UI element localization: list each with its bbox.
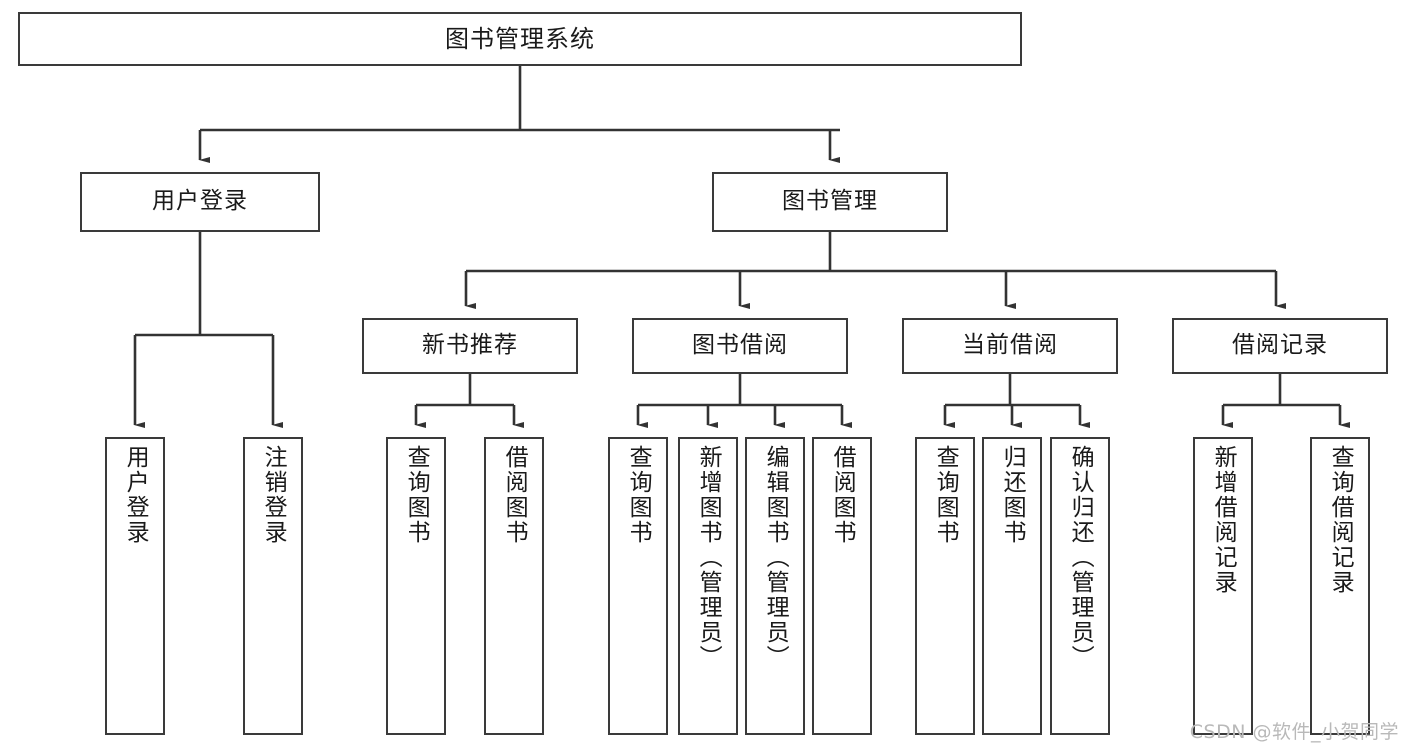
node-leaf-add-record[interactable]: 新增借阅记录: [1193, 437, 1253, 735]
node-new-book-recommend-label: 新书推荐: [422, 332, 518, 359]
node-book-borrow-label: 图书借阅: [692, 332, 788, 359]
node-leaf-query-record[interactable]: 查询借阅记录: [1310, 437, 1370, 735]
node-current-borrow-label: 当前借阅: [962, 332, 1058, 359]
node-leaf-confirm-return-label: 确认归还（管理员）: [1067, 445, 1094, 670]
node-leaf-query-book-2-label: 查询图书: [625, 445, 652, 545]
node-book-borrow[interactable]: 图书借阅: [632, 318, 848, 374]
node-leaf-borrow-book-1[interactable]: 借阅图书: [484, 437, 544, 735]
node-leaf-user-login[interactable]: 用户登录: [105, 437, 165, 735]
node-leaf-query-book-1[interactable]: 查询图书: [386, 437, 446, 735]
node-leaf-query-record-label: 查询借阅记录: [1327, 445, 1354, 595]
watermark: CSDN @软件_小贺同学: [1189, 721, 1399, 743]
node-leaf-logout-login[interactable]: 注销登录: [243, 437, 303, 735]
node-leaf-query-book-3[interactable]: 查询图书: [915, 437, 975, 735]
node-root[interactable]: 图书管理系统: [18, 12, 1022, 66]
node-leaf-query-book-3-label: 查询图书: [932, 445, 959, 545]
node-new-book-recommend[interactable]: 新书推荐: [362, 318, 578, 374]
node-leaf-query-book-2[interactable]: 查询图书: [608, 437, 668, 735]
node-leaf-edit-book[interactable]: 编辑图书（管理员）: [745, 437, 805, 735]
node-book-manage-label: 图书管理: [782, 188, 878, 215]
node-leaf-logout-login-label: 注销登录: [260, 445, 287, 545]
node-leaf-return-book-label: 归还图书: [999, 445, 1026, 545]
node-leaf-return-book[interactable]: 归还图书: [982, 437, 1042, 735]
node-user-login-label: 用户登录: [152, 188, 248, 215]
node-current-borrow[interactable]: 当前借阅: [902, 318, 1118, 374]
node-leaf-user-login-label: 用户登录: [122, 445, 149, 545]
node-leaf-confirm-return[interactable]: 确认归还（管理员）: [1050, 437, 1110, 735]
node-leaf-add-book[interactable]: 新增图书（管理员）: [678, 437, 738, 735]
node-leaf-query-book-1-label: 查询图书: [403, 445, 430, 545]
node-leaf-add-book-label: 新增图书（管理员）: [695, 445, 722, 670]
node-user-login[interactable]: 用户登录: [80, 172, 320, 232]
node-leaf-borrow-book-2-label: 借阅图书: [829, 445, 856, 545]
node-leaf-borrow-book-2[interactable]: 借阅图书: [812, 437, 872, 735]
node-book-manage[interactable]: 图书管理: [712, 172, 948, 232]
node-leaf-edit-book-label: 编辑图书（管理员）: [762, 445, 789, 670]
node-leaf-add-record-label: 新增借阅记录: [1210, 445, 1237, 595]
node-leaf-borrow-book-1-label: 借阅图书: [501, 445, 528, 545]
node-borrow-record-label: 借阅记录: [1232, 332, 1328, 359]
node-root-label: 图书管理系统: [445, 24, 595, 53]
node-borrow-record[interactable]: 借阅记录: [1172, 318, 1388, 374]
